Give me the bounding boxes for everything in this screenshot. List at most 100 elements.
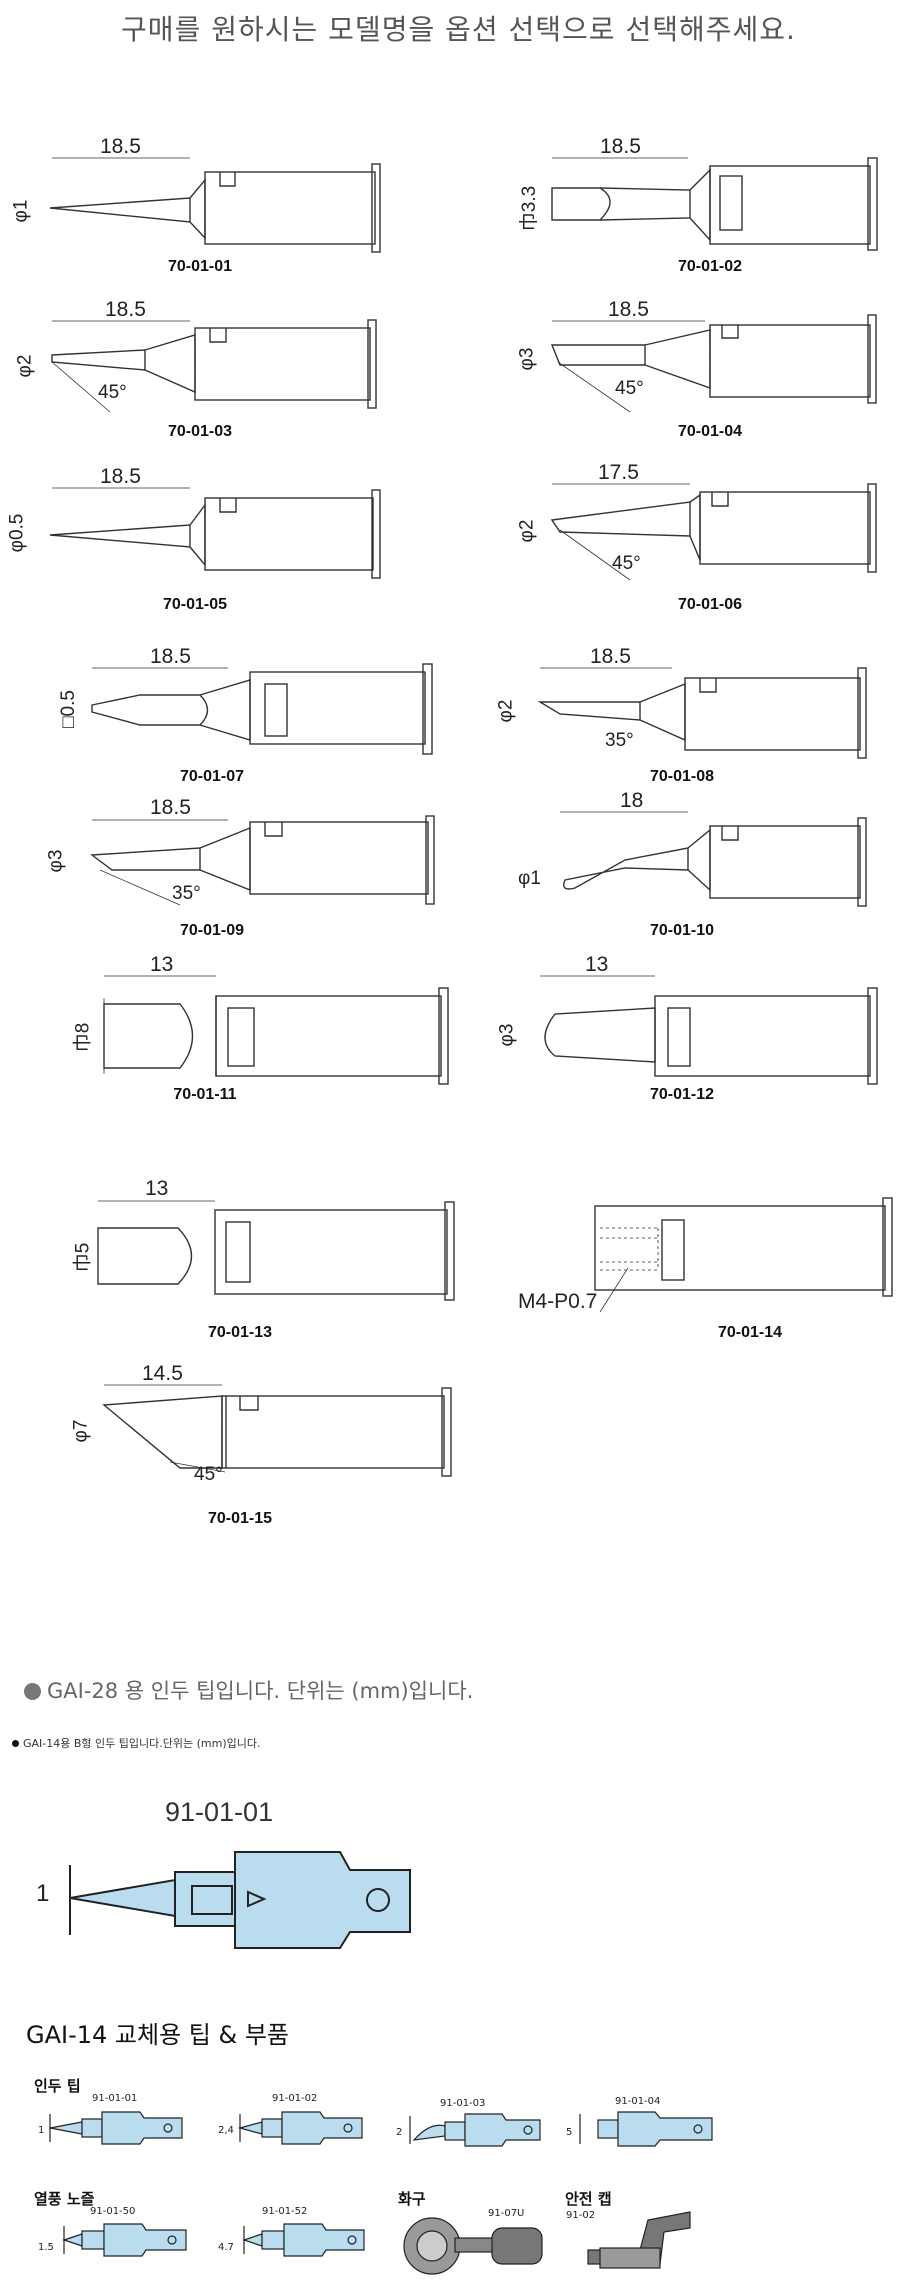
tip-drawing-70-01-04 xyxy=(550,314,877,413)
dim-length-70-01-10: 18 xyxy=(620,789,644,812)
part-tip-91-01-03 xyxy=(409,2113,541,2147)
dim-dia-70-01-06: φ2 xyxy=(516,519,538,543)
tip-code-70-01-07: 70-01-07 xyxy=(179,768,245,785)
parts-drawings xyxy=(49,2111,713,2275)
part-code: 91-01-03 xyxy=(440,2098,486,2109)
big-tip-dia: 1 xyxy=(36,1880,50,1907)
tip-code-70-01-02: 70-01-02 xyxy=(677,258,743,275)
part-tip-91-01-04 xyxy=(579,2111,713,2147)
tip-drawing-70-01-05 xyxy=(49,487,381,579)
part-code: 91-01-50 xyxy=(90,2206,136,2217)
dim-dia-70-01-13: 巾5 xyxy=(72,1242,94,1273)
tip-code-70-01-14: 70-01-14 xyxy=(717,1324,783,1341)
part-dia: 2 xyxy=(396,2127,403,2138)
part-dia: 4.7 xyxy=(218,2242,234,2253)
group-label-heat-nozzle: 열풍 노즐 xyxy=(34,2190,95,2208)
dim-length-70-01-09: 18.5 xyxy=(150,796,191,819)
part-torch-91-07U xyxy=(403,2217,543,2275)
dim-length-70-01-01: 18.5 xyxy=(100,135,141,158)
tip-drawing-70-01-02 xyxy=(551,157,878,251)
dim-thread-70-01-14: M4-P0.7 xyxy=(518,1290,598,1313)
tip-drawing-70-01-03 xyxy=(51,319,377,413)
part-code: 91-01-02 xyxy=(272,2093,318,2104)
dim-dia-70-01-02: 巾3.3 xyxy=(519,185,541,232)
part-dia: 5 xyxy=(566,2127,573,2138)
tip-drawing-70-01-15 xyxy=(102,1384,452,1477)
section-gai14-note: GAI-14용 B형 인두 팁입니다.단위는 (mm)입니다. xyxy=(12,1735,260,1751)
part-safety-cap-91-02 xyxy=(587,2211,691,2269)
part-dia: 2,4 xyxy=(218,2125,234,2136)
tip-code-70-01-10: 70-01-10 xyxy=(649,922,715,939)
part-code: 91-07U xyxy=(488,2208,525,2219)
dim-length-70-01-02: 18.5 xyxy=(600,135,641,158)
section-gai28-note: GAI-28 용 인두 팁입니다. 단위는 (mm)입니다. xyxy=(24,1675,473,1705)
big-tip-code: 91-01-01 xyxy=(165,1797,274,1827)
part-tip-91-01-02 xyxy=(237,2111,363,2145)
dim-angle-70-01-15: 45° xyxy=(194,1464,223,1485)
tip-drawing-70-01-12 xyxy=(540,975,878,1085)
tip-drawing-70-01-10 xyxy=(560,811,867,907)
dim-dia-70-01-15: φ7 xyxy=(70,1419,92,1443)
dim-length-70-01-07: 18.5 xyxy=(150,645,191,668)
dim-dia-70-01-03: φ2 xyxy=(14,354,36,378)
tip-drawing-70-01-09 xyxy=(90,815,435,906)
group-label-tips: 인두 팁 xyxy=(34,2077,81,2095)
tip-code-70-01-04: 70-01-04 xyxy=(677,423,743,440)
group-label-safety-cap: 안전 캡 xyxy=(565,2190,612,2208)
dim-dia-70-01-08: φ2 xyxy=(495,699,517,723)
tip-code-70-01-13: 70-01-13 xyxy=(207,1324,273,1341)
part-heat-nozzle-91-01-52 xyxy=(242,2223,365,2257)
big-tip-drawing xyxy=(69,1851,411,1949)
part-code: 91-02 xyxy=(566,2210,596,2221)
dim-length-70-01-13: 13 xyxy=(145,1177,169,1200)
tip-drawing-70-01-06 xyxy=(550,483,877,581)
tip-drawing-70-01-08 xyxy=(537,667,867,759)
tip-code-70-01-09: 70-01-09 xyxy=(179,922,245,939)
tip-code-70-01-05: 70-01-05 xyxy=(162,596,228,613)
tip-drawing-70-01-13 xyxy=(97,1200,455,1301)
dim-length-70-01-11: 13 xyxy=(150,953,174,976)
dim-angle-70-01-08: 35° xyxy=(605,730,634,751)
bullet-icon xyxy=(24,1683,41,1700)
tip-code-70-01-06: 70-01-06 xyxy=(677,596,743,613)
dim-length-70-01-06: 17.5 xyxy=(598,461,639,484)
tip-drawing-70-01-07 xyxy=(91,663,433,755)
dim-length-70-01-15: 14.5 xyxy=(142,1362,183,1385)
tip-drawings xyxy=(49,157,893,1477)
dim-angle-70-01-09: 35° xyxy=(172,883,201,904)
part-code: 91-01-04 xyxy=(615,2096,661,2107)
tip-code-70-01-03: 70-01-03 xyxy=(167,423,233,440)
part-heat-nozzle-91-01-50 xyxy=(62,2223,187,2257)
tip-drawing-70-01-11 xyxy=(103,975,449,1085)
page-title: 구매를 원하시는 모델명을 옵션 선택으로 선택해주세요. xyxy=(121,13,796,46)
dim-length-70-01-04: 18.5 xyxy=(608,298,649,321)
dim-dia-70-01-12: φ3 xyxy=(496,1023,518,1047)
dim-dia-70-01-05: φ0.5 xyxy=(6,513,28,553)
dim-dia-70-01-07: □0.5 xyxy=(57,690,79,728)
part-dia: 1.5 xyxy=(38,2242,54,2253)
tip-code-70-01-08: 70-01-08 xyxy=(649,768,715,785)
dim-length-70-01-08: 18.5 xyxy=(590,645,631,668)
tip-code-70-01-11: 70-01-11 xyxy=(173,1086,237,1103)
tip-drawing-70-01-14 xyxy=(594,1197,893,1313)
bullet-icon xyxy=(12,1740,19,1747)
dim-angle-70-01-04: 45° xyxy=(615,378,644,399)
dim-angle-70-01-03: 45° xyxy=(98,382,127,403)
part-dia: 1 xyxy=(38,2125,45,2136)
dim-length-70-01-03: 18.5 xyxy=(105,298,146,321)
part-code: 91-01-01 xyxy=(92,2093,138,2104)
dim-length-70-01-12: 13 xyxy=(585,953,609,976)
tip-code-70-01-01: 70-01-01 xyxy=(167,258,233,275)
dim-length-70-01-05: 18.5 xyxy=(100,465,141,488)
tip-code-70-01-15: 70-01-15 xyxy=(207,1510,273,1527)
tip-code-70-01-12: 70-01-12 xyxy=(649,1086,715,1103)
dim-angle-70-01-06: 45° xyxy=(612,553,641,574)
dim-dia-70-01-11: 巾8 xyxy=(72,1022,94,1053)
dim-dia-70-01-04: φ3 xyxy=(516,347,538,371)
part-code: 91-01-52 xyxy=(262,2206,308,2217)
group-label-torch: 화구 xyxy=(398,2190,426,2208)
parts-title: GAI-14 교체용 팁 & 부품 xyxy=(26,2021,290,2049)
dim-dia-70-01-10: φ1 xyxy=(518,868,541,889)
dim-dia-70-01-09: φ3 xyxy=(45,849,67,873)
dim-dia-70-01-01: φ1 xyxy=(10,199,32,223)
